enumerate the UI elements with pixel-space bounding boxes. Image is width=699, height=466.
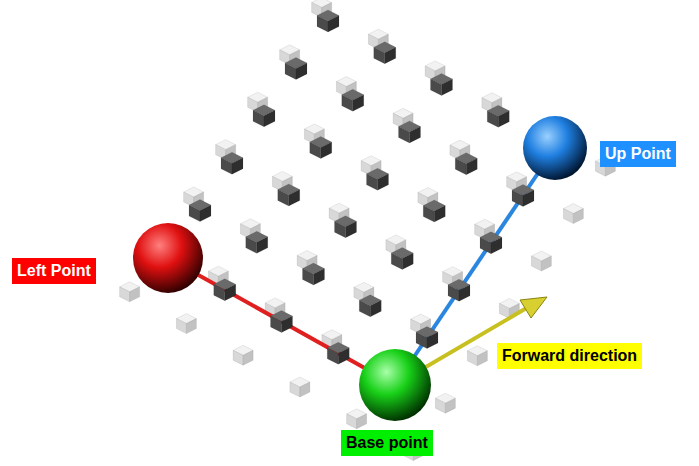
cube-face xyxy=(328,16,339,33)
cube-face xyxy=(290,382,300,397)
cube-face xyxy=(427,332,438,349)
base-point-label: Base point xyxy=(341,430,433,456)
cube-face xyxy=(221,158,232,175)
base-sphere xyxy=(359,349,431,421)
cube-face xyxy=(271,316,282,333)
cube-face xyxy=(264,110,275,127)
cube-face xyxy=(531,256,541,271)
cube-face xyxy=(423,206,434,223)
cube-face xyxy=(480,237,491,254)
cube-face xyxy=(130,287,140,302)
cube-face xyxy=(253,110,264,127)
cube-face xyxy=(455,158,466,175)
cube-face xyxy=(186,319,196,334)
cube-face xyxy=(498,111,509,128)
cube-face xyxy=(120,287,130,302)
cube-face xyxy=(541,256,551,271)
cube-face xyxy=(512,190,523,207)
label-text: Base point xyxy=(346,434,428,451)
cube-face xyxy=(317,16,328,33)
cube-face xyxy=(435,398,445,413)
cube-face xyxy=(176,319,186,334)
cube-face xyxy=(402,253,413,270)
forward-arrowhead xyxy=(520,297,547,318)
cube-face xyxy=(296,63,307,80)
cube-face xyxy=(282,316,293,333)
cube-face xyxy=(410,126,421,142)
left-axis xyxy=(168,258,395,385)
cube-face xyxy=(214,284,225,301)
cube-face xyxy=(391,253,402,270)
cube-face xyxy=(347,414,357,429)
cube-face xyxy=(431,79,442,96)
cube-face xyxy=(573,209,583,224)
cube-face xyxy=(200,205,211,222)
cube-grid xyxy=(120,0,616,461)
cube-face xyxy=(321,142,332,159)
cube-face xyxy=(189,205,200,222)
cube-face xyxy=(278,189,289,206)
cube-face xyxy=(499,303,509,318)
axis-cubes xyxy=(214,184,534,364)
cube-face xyxy=(233,350,243,365)
cube-face xyxy=(467,351,477,366)
cube-face xyxy=(477,351,487,366)
cube-face xyxy=(378,174,389,191)
cube-face xyxy=(466,158,477,175)
up-point-label: Up Point xyxy=(600,141,676,167)
cube-face xyxy=(374,47,385,64)
cube-face xyxy=(232,158,243,175)
cube-face xyxy=(300,382,310,397)
cube-face xyxy=(225,284,236,301)
cube-face xyxy=(523,190,534,207)
cube-face xyxy=(303,269,314,286)
forward-direction-label: Forward direction xyxy=(497,343,642,369)
cube-face xyxy=(385,47,396,64)
cube-face xyxy=(327,348,338,365)
cube-face xyxy=(442,79,453,96)
cube-face xyxy=(310,142,321,159)
cube-face xyxy=(563,209,573,224)
cube-face xyxy=(257,237,268,254)
cube-face xyxy=(445,398,455,413)
cube-face xyxy=(367,174,378,191)
cube-face xyxy=(459,285,470,302)
cube-face xyxy=(285,63,296,80)
cube-face xyxy=(491,237,502,254)
cube-face xyxy=(314,269,325,286)
cube-face xyxy=(353,95,364,112)
cube-face xyxy=(346,221,357,238)
cube-face xyxy=(335,221,346,238)
cube-face xyxy=(399,126,410,142)
cube-face xyxy=(448,285,459,302)
cube-face xyxy=(289,189,300,206)
up-sphere xyxy=(523,116,587,180)
cube-face xyxy=(416,332,427,349)
cube-face xyxy=(434,206,445,223)
cube-face xyxy=(359,300,370,317)
cube-face xyxy=(243,350,253,365)
label-text: Up Point xyxy=(605,145,671,162)
cube-face xyxy=(338,348,349,365)
label-text: Left Point xyxy=(17,262,91,279)
cube-face xyxy=(370,300,381,317)
cube-face xyxy=(487,111,498,128)
cube-face xyxy=(357,414,367,429)
cube-face xyxy=(246,237,257,254)
cube-face xyxy=(342,95,353,112)
label-text: Forward direction xyxy=(502,347,637,364)
left-sphere xyxy=(133,223,203,293)
left-point-label: Left Point xyxy=(12,258,96,284)
